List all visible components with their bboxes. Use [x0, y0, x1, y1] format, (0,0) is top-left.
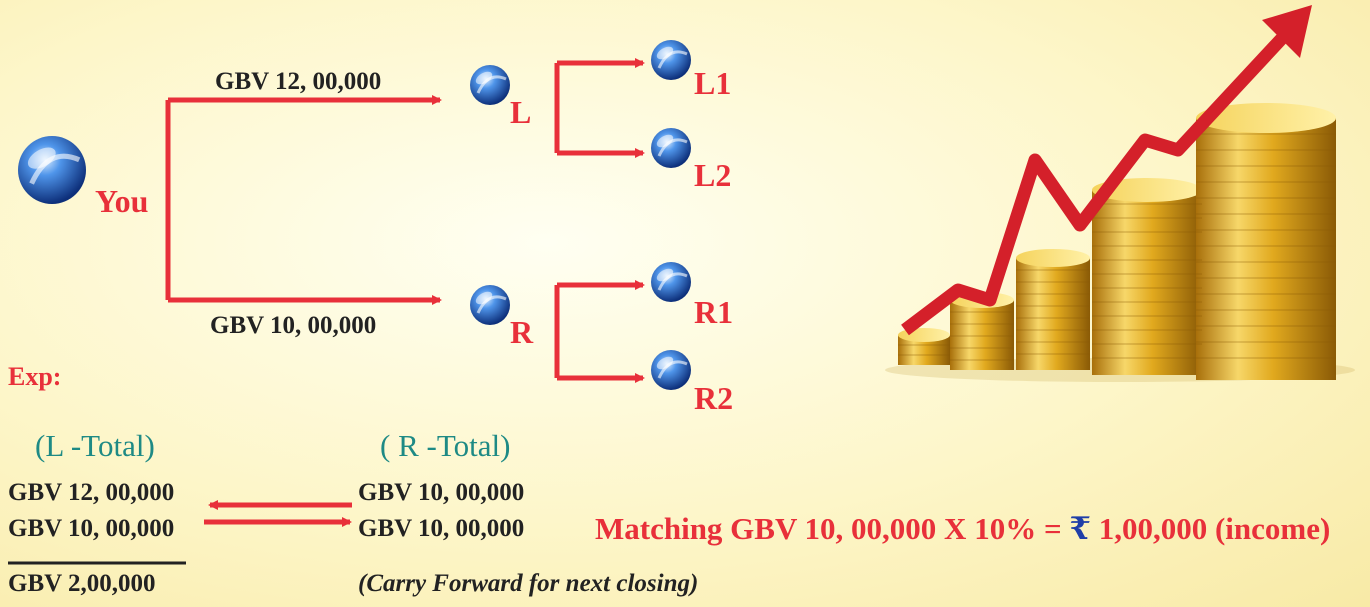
carry-forward-note: (Carry Forward for next closing)	[358, 570, 699, 597]
example-arrows	[204, 500, 352, 527]
orb-icon-l2	[649, 126, 693, 170]
orb-icon-l1	[649, 38, 693, 82]
difference-value: GBV 2,00,000	[8, 570, 156, 597]
orb-icon-root	[18, 136, 86, 204]
orb-icon-r2	[649, 348, 693, 392]
rupee-icon: ₹	[1069, 511, 1091, 546]
tree-connector-right	[554, 280, 645, 383]
left-value-1: GBV 12, 00,000	[8, 479, 175, 506]
orb-icon-r	[468, 283, 512, 327]
matching-income-suffix: 1,00,000 (income)	[1090, 511, 1331, 546]
right-value-2: GBV 10, 00,000	[358, 515, 525, 542]
left-node-label: L	[510, 94, 532, 130]
right-child-1-label: R1	[694, 294, 734, 330]
right-node-label: R	[510, 314, 534, 350]
tree-connector-root	[165, 95, 442, 305]
root-node-label: You	[95, 183, 149, 219]
left-child-1-label: L1	[694, 65, 732, 101]
tree-connector-left	[554, 58, 645, 158]
example-heading: Exp:	[8, 362, 62, 391]
matching-income-line: Matching GBV 10, 00,000 X 10% = ₹ 1,00,0…	[595, 511, 1330, 547]
right-total-heading: ( R -Total)	[380, 428, 511, 463]
right-child-2-label: R2	[694, 380, 734, 416]
orb-icon-l	[468, 63, 512, 107]
right-value-1: GBV 10, 00,000	[358, 479, 525, 506]
right-branch-value: GBV 10, 00,000	[210, 312, 377, 339]
coin-stacks-growth-illustration	[885, 5, 1355, 382]
left-child-2-label: L2	[694, 157, 732, 193]
left-branch-value: GBV 12, 00,000	[215, 68, 382, 95]
left-total-heading: (L -Total)	[35, 428, 155, 463]
matching-income-prefix: Matching GBV 10, 00,000 X 10% =	[595, 511, 1062, 546]
orb-icon-r1	[649, 260, 693, 304]
left-value-2: GBV 10, 00,000	[8, 515, 175, 542]
